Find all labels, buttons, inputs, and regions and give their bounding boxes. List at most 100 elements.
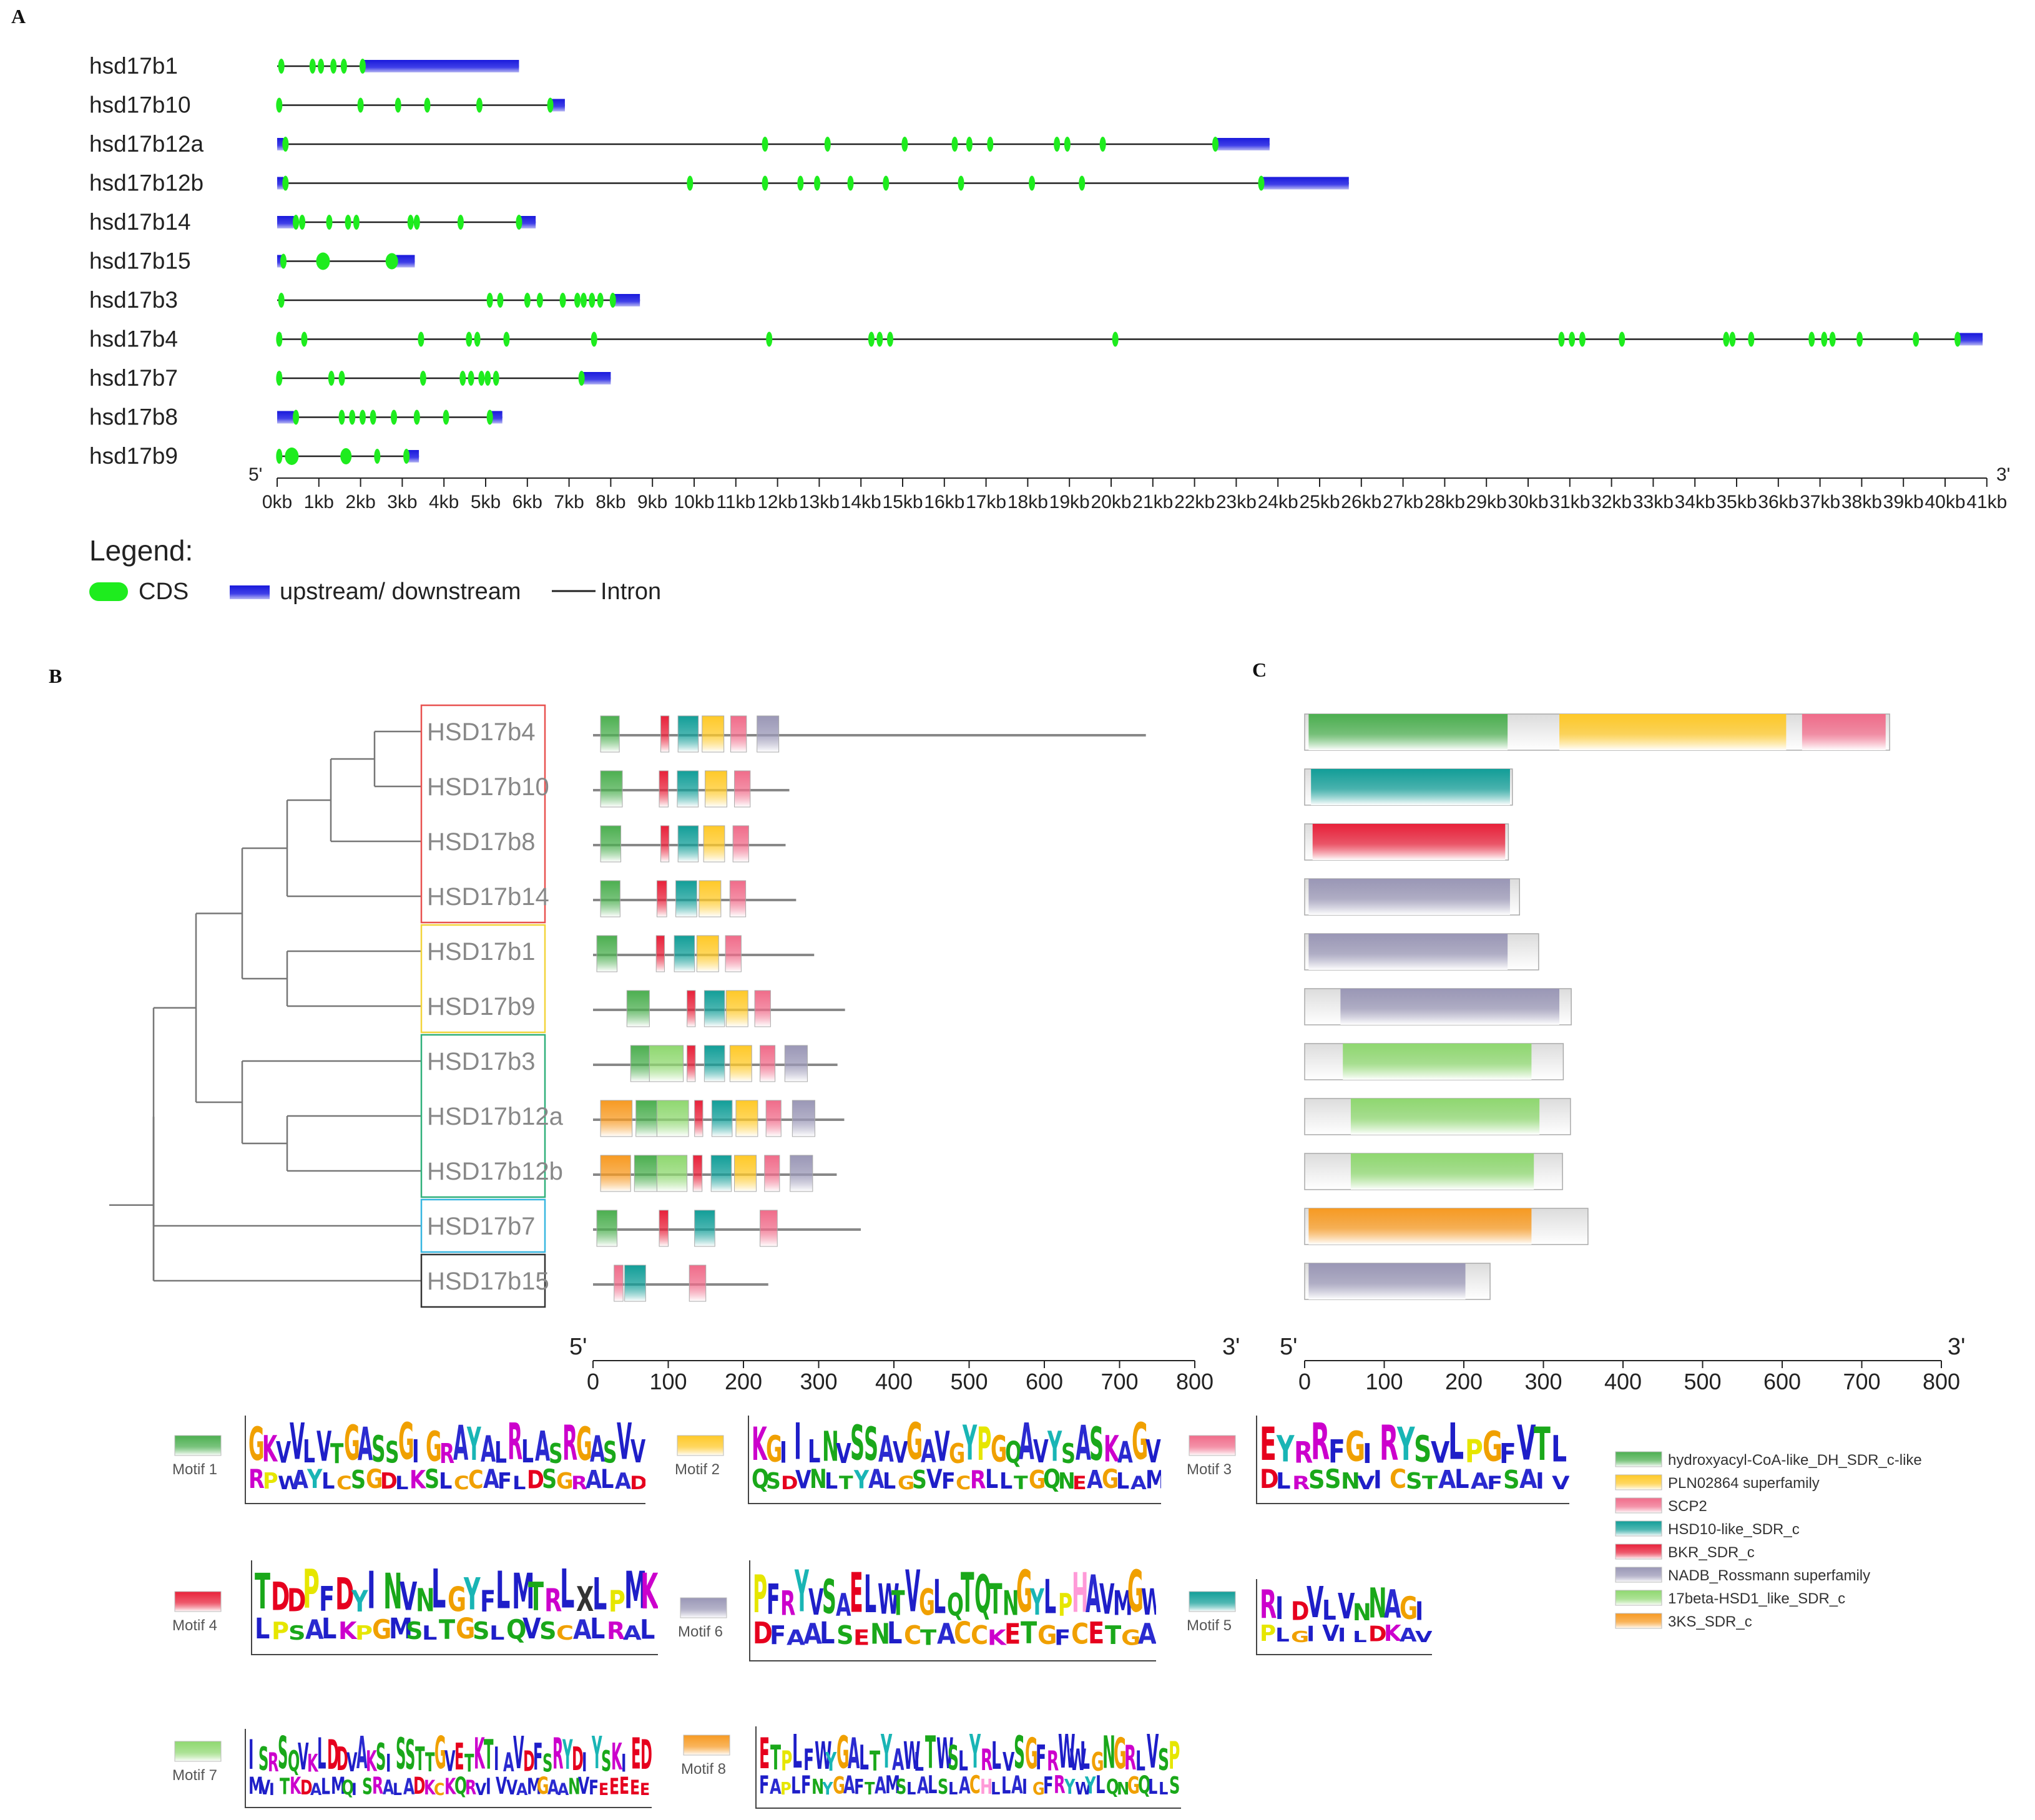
logo-letter: A [623,1621,642,1645]
cds-exon-large [385,253,398,270]
logo-letter: G [576,1418,592,1472]
logo-letter: A [305,1613,324,1645]
logo-letter: N [415,1582,435,1619]
logo-letter: V [617,1416,632,1472]
logo-letter: R [372,1771,384,1799]
axis-tick-label: 23kb [1216,492,1257,512]
logo-letter: Y [562,1732,573,1779]
logo-letter: Y [963,1416,978,1472]
axis-tick-label: 10kb [674,492,714,512]
logo-letter: M [526,1773,542,1799]
axis-tick-label: 26kb [1341,492,1381,512]
logo-letter: L [512,1472,526,1494]
cds-exon [391,409,398,425]
motif-block [649,1045,684,1082]
logo-letter: S [911,1465,927,1495]
clade-box [420,1253,546,1308]
cds-exon [338,371,345,386]
logo-letter: D [413,1771,426,1799]
gene-name-label: hsd17b8 [89,404,178,430]
logo-letter: P [608,1585,625,1619]
logo-letter: S [472,1617,490,1645]
axis-tick-label: 300 [1524,1369,1562,1394]
motif-block [729,880,747,917]
logo-letter: V [1431,1436,1450,1470]
logo-letter: M [248,1771,263,1799]
domain-block [1312,824,1506,860]
motif-legend-swatch [1189,1591,1236,1612]
logo-letter: T [925,1726,936,1779]
logo-letter: T [1104,1620,1121,1651]
five-prime-label: 5' [248,464,262,485]
logo-letter: T [424,1747,435,1778]
axis-tick-label: 41kb [1966,492,2007,512]
logo-letter: N [383,1564,403,1620]
logo-letter: G [906,1416,923,1472]
logo-letter: Y [881,1726,893,1779]
cds-exon [457,215,464,230]
gene-name-label: hsd17b3 [89,287,178,313]
logo-letter: A [937,1617,956,1651]
logo-letter: P [780,1779,792,1799]
logo-letter: E [599,1779,609,1799]
logo-letter: T [330,1438,344,1470]
logo-letter: Q [1043,1464,1061,1495]
logo-letter: E [759,1729,770,1779]
logo-letter: D [572,1741,584,1778]
axis-tick-label: 28kb [1424,492,1465,512]
logo-letter: R [1311,1416,1330,1472]
logo-letter: A [1519,1464,1537,1495]
motif-block [600,1100,633,1137]
logo-letter: I [351,1779,357,1799]
logo-letter: W [277,1472,302,1494]
cds-exon [276,371,283,386]
logo-letter: V [1003,1747,1015,1778]
axis-tick-label: 19kb [1049,492,1090,512]
motif-block [696,935,719,972]
logo-letter: Y [351,1585,368,1619]
logo-letter: G [556,1468,574,1494]
domain-block [1308,934,1508,970]
logo-letter: V [1145,1433,1161,1470]
logo-letter: C [453,1472,469,1494]
leaf-label: HSD17b12a [427,1103,564,1130]
cds-exon [824,137,831,152]
axis-tick-label: 200 [725,1369,762,1394]
logo-letter: I [1022,1775,1028,1799]
cds-exon [493,371,499,386]
sequence-logo-motif-6: PFRYVSAELWTVGLQTQTNGYLPHAVMGWDFAALSENLCT… [749,1560,1156,1661]
logo-letter: Y [794,1560,809,1625]
logo-letter: L [958,1745,969,1778]
motif-block [689,1265,707,1302]
logo-letter: S [850,1416,865,1472]
logo-letter: E [630,1729,641,1779]
logo-letter: R [552,1729,564,1779]
utr-block [277,177,284,190]
logo-letter: F [759,1771,770,1800]
cds-exon [762,175,768,191]
domain-legend-label: NADB_Rossmann superfamily [1668,1567,1870,1584]
five-prime-label: 5' [569,1334,587,1360]
logo-letter: N [1102,1726,1116,1779]
axis-tick-label: 25kb [1299,492,1340,512]
cds-exon [345,215,351,230]
logo-letter: S [385,1436,400,1470]
logo-letter: P [753,1563,768,1625]
logo-letter: N [821,1423,839,1471]
utr-block [489,411,503,424]
logo-letter: L [1116,1468,1130,1494]
logo-letter: Q [287,1745,300,1778]
domain-legend-label: hydroxyacyl-CoA-like_DH_SDR_c-like [1668,1452,1922,1469]
logo-letter: I [485,1773,491,1799]
logo-letter: T [870,1745,881,1778]
logo-letter: T [279,1773,290,1799]
logo-letter: T [1021,1615,1037,1651]
logo-letter: F [1036,1738,1047,1778]
leaf-label: HSD17b10 [427,773,549,801]
cds-exon [468,371,474,386]
motif-block [692,1155,703,1192]
gene-name-label: hsd17b4 [89,326,178,352]
cds-exon [353,215,360,230]
logo-letter: P [263,1468,279,1494]
motif-block [702,715,725,753]
